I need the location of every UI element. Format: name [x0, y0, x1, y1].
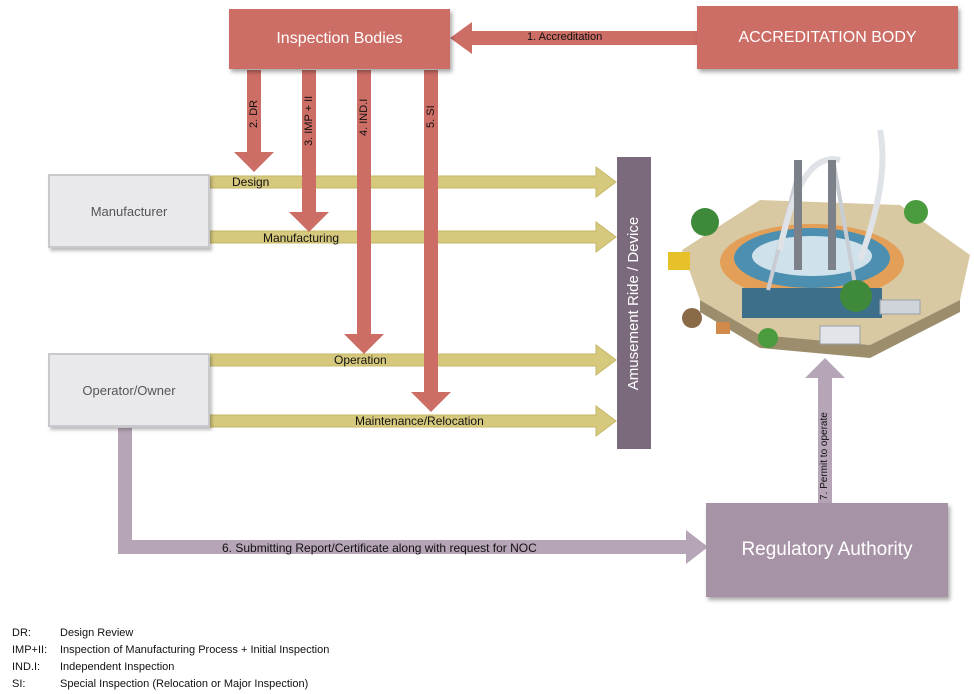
legend-text: Design Review [60, 627, 134, 639]
legend-abbr: DR: [12, 627, 31, 639]
accreditation-body-box: ACCREDITATION BODY [697, 6, 958, 69]
legend-item-ind-i: IND.I: Independent Inspection [12, 661, 174, 673]
regulatory-authority-box: Regulatory Authority [706, 503, 948, 597]
si-label: 5. SI [425, 105, 437, 128]
operation-arrow [209, 344, 617, 376]
ind-i-label: 4. IND.I [358, 98, 370, 136]
legend-item-si: SI: Special Inspection (Relocation or Maj… [12, 678, 308, 690]
regulatory-authority-label: Regulatory Authority [741, 539, 913, 560]
accreditation-arrow [450, 22, 697, 54]
permit-arrow [805, 358, 845, 503]
submitting-arrow [118, 428, 708, 564]
operator-owner-label: Operator/Owner [82, 382, 176, 398]
legend-text: Independent Inspection [60, 661, 175, 673]
operation-label: Operation [334, 353, 387, 367]
manufacturer-box: Manufacturer [48, 174, 210, 248]
manufacturer-label: Manufacturer [90, 203, 168, 219]
maintenance-arrow [209, 405, 617, 437]
imp-ii-arrow [289, 70, 329, 232]
inspection-bodies-box: Inspection Bodies [229, 9, 450, 69]
submitting-label: 6. Submitting Report/Certificate along w… [222, 541, 537, 555]
design-arrow [209, 166, 617, 198]
legend-item-imp-ii: IMP+II: Inspection of Manufacturing Proce… [12, 644, 329, 656]
legend-item-dr: DR: Design Review [12, 627, 133, 639]
permit-label: 7. Permit to operate [819, 412, 830, 500]
manufacturing-arrow [209, 221, 617, 253]
legend-abbr: IMP+II: [12, 644, 48, 656]
legend-text: Inspection of Manufacturing Process + In… [60, 644, 330, 656]
dr-label: 2. DR [248, 99, 260, 128]
si-arrow [411, 70, 451, 412]
operator-owner-box: Operator/Owner [48, 353, 210, 427]
legend-text: Special Inspection (Relocation or Major … [60, 678, 309, 690]
accreditation-body-label: ACCREDITATION BODY [738, 28, 917, 46]
manufacturing-label: Manufacturing [263, 231, 340, 245]
imp-ii-label: 3. IMP + II [303, 95, 315, 146]
inspection-bodies-label: Inspection Bodies [276, 30, 403, 47]
amusement-ride-illustration [668, 129, 970, 358]
ind-i-arrow [344, 70, 384, 354]
legend-abbr: IND.I: [12, 661, 41, 673]
legend-abbr: SI: [12, 678, 26, 690]
dr-arrow [234, 70, 274, 172]
amusement-ride-label: Amusement Ride / Device [625, 216, 643, 390]
maintenance-label: Maintenance/Relocation [355, 414, 484, 428]
design-label: Design [232, 175, 270, 189]
accreditation-label: 1. Accreditation [527, 31, 603, 43]
amusement-ride-box: Amusement Ride / Device [617, 157, 651, 449]
